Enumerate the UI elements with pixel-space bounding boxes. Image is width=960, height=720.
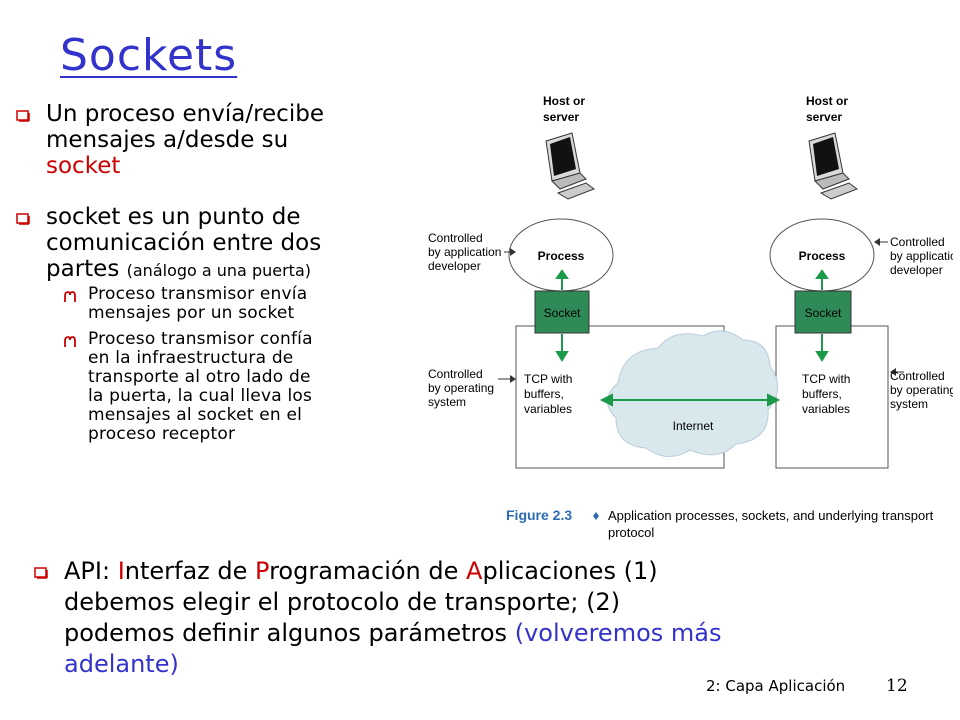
- socket-highlight: socket: [46, 153, 121, 179]
- tcp-label-left-1: TCP with: [524, 372, 572, 386]
- bullet-box-icon: [34, 567, 48, 579]
- bullet-box-icon: [16, 110, 30, 122]
- sub-bullet-2-text: Proceso transmisor confía en la infraest…: [88, 329, 313, 444]
- bullet-box-icon: [16, 213, 30, 225]
- process-label-left: Process: [538, 249, 585, 263]
- socket-figure: Host or server Host or server Process So…: [428, 94, 953, 540]
- figure-caption-line-2: protocol: [608, 525, 654, 540]
- host-label-right-1: Host or: [806, 94, 848, 108]
- tcp-label-right-3: variables: [802, 402, 850, 416]
- process-label-right: Process: [799, 249, 846, 263]
- ctrl-os-right-3: system: [890, 397, 928, 411]
- page-number: 12: [886, 676, 908, 696]
- tcp-label-right-1: TCP with: [802, 372, 850, 386]
- internet-label: Internet: [673, 419, 714, 433]
- tcp-label-right-2: buffers,: [802, 387, 842, 401]
- ctrl-app-left-3: developer: [428, 259, 481, 273]
- os-box-right: [775, 325, 889, 469]
- socket-label-right: Socket: [805, 306, 842, 320]
- host-label-left-1: Host or: [543, 94, 585, 108]
- ctrl-app-left-1: Controlled: [428, 231, 483, 245]
- bullet-1-text: Un proceso envía/recibe mensajes a/desde…: [46, 101, 324, 179]
- sub-bullet-1-text: Proceso transmisor envía mensajes por un…: [88, 284, 308, 323]
- tcp-label-left-2: buffers,: [524, 387, 564, 401]
- computer-icon-left: [545, 132, 596, 200]
- tcp-label-left-3: variables: [524, 402, 572, 416]
- caption-diamond-icon: [593, 512, 599, 520]
- internet-cloud: [607, 330, 778, 457]
- ctrl-app-right-2: by application: [890, 249, 953, 263]
- figure-caption-label: Figure 2.3: [506, 507, 572, 523]
- ctrl-os-left-3: system: [428, 395, 466, 409]
- ctrl-app-right-1: Controlled: [890, 235, 945, 249]
- ctrl-os-left-2: by operating: [428, 381, 494, 395]
- host-label-right-2: server: [806, 110, 842, 124]
- socket-box-right: [794, 290, 852, 334]
- host-label-left-2: server: [543, 110, 579, 124]
- ctrl-app-left-2: by application: [428, 245, 501, 259]
- socket-box-left: [534, 290, 590, 334]
- api-paragraph: API: Interfaz de Programación de Aplicac…: [64, 557, 722, 678]
- footer-chapter: 2: Capa Aplicación: [706, 677, 846, 695]
- bullet-2-text: socket es un punto de comunicación entre…: [46, 204, 322, 282]
- flow-arrows: [555, 269, 829, 407]
- slide-title: Sockets: [60, 30, 238, 81]
- ctrl-os-left-1: Controlled: [428, 367, 483, 381]
- computer-icon-right: [808, 132, 859, 200]
- sub-bullet-icon: [64, 291, 78, 303]
- figure-caption-line-1: Application processes, sockets, and unde…: [608, 508, 934, 523]
- socket-label-left: Socket: [544, 306, 581, 320]
- ctrl-os-right-1: Controlled: [890, 369, 945, 383]
- sub-bullet-icon: [64, 336, 78, 348]
- ctrl-os-right-2: by operating: [890, 383, 953, 397]
- ctrl-app-right-3: developer: [890, 263, 943, 277]
